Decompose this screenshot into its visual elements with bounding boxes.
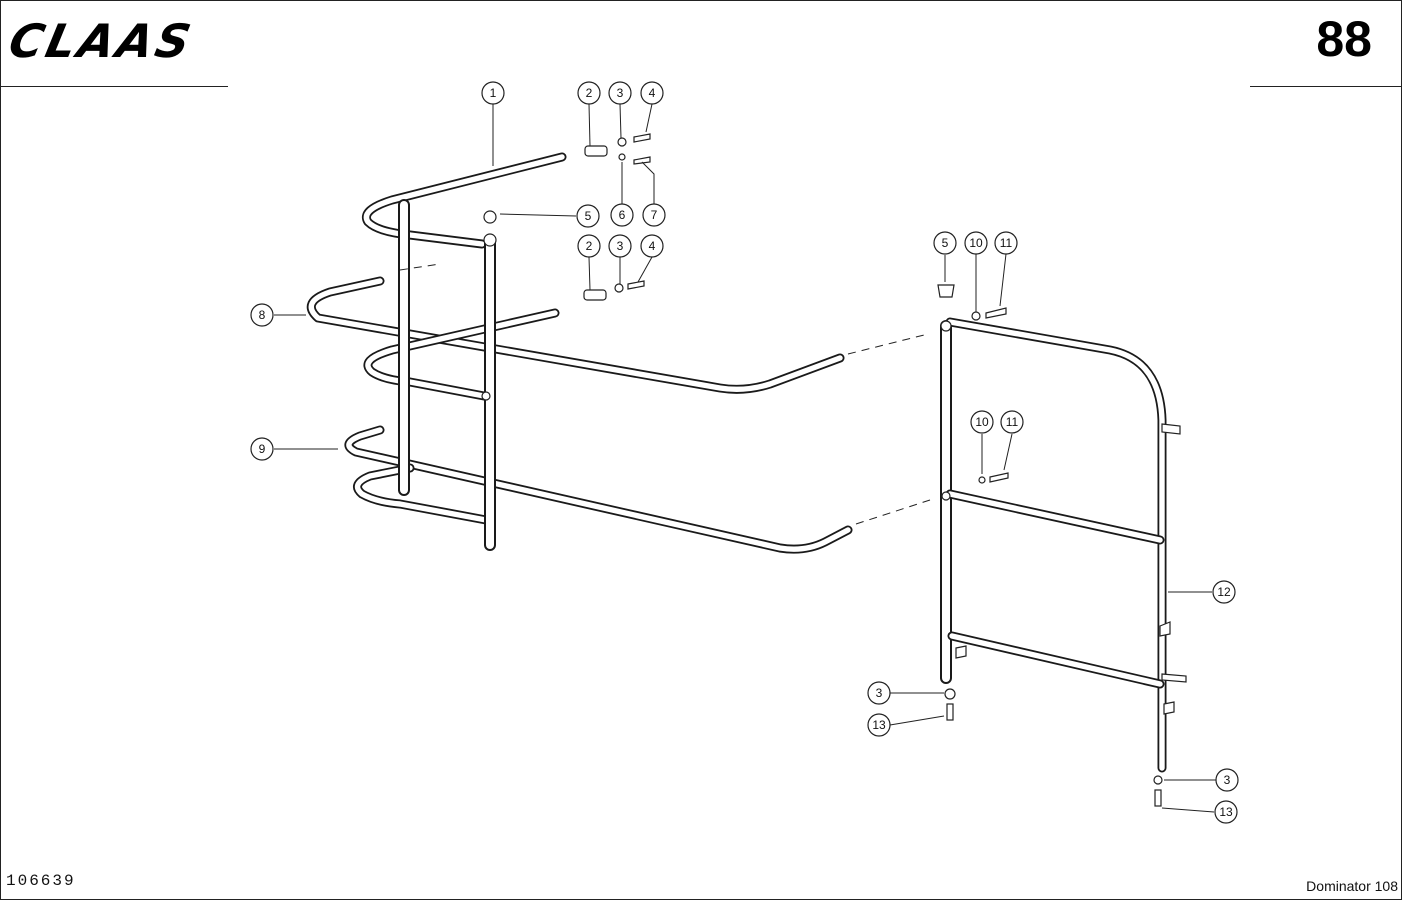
header-rule-right [1250, 86, 1402, 87]
svg-text:1: 1 [490, 86, 497, 100]
svg-text:4: 4 [649, 239, 656, 253]
drawing-number: 106639 [6, 872, 76, 890]
callout-6: 6 [610, 203, 634, 227]
right-frame-assembly [847, 284, 1187, 807]
callout-3-right-lower: 3 [1215, 768, 1239, 792]
callout-12: 12 [1212, 580, 1236, 604]
svg-text:11: 11 [1000, 236, 1013, 250]
svg-text:9: 9 [259, 442, 266, 456]
callout-8: 8 [250, 303, 274, 327]
svg-text:3: 3 [876, 686, 883, 700]
svg-text:7: 7 [651, 208, 658, 222]
callout-1: 1 [481, 81, 505, 105]
callout-2-upper: 2 [577, 81, 601, 105]
callout-2-lower: 2 [577, 234, 601, 258]
svg-text:2: 2 [586, 86, 593, 100]
header-rule-left [0, 86, 228, 87]
svg-text:2: 2 [586, 239, 593, 253]
svg-text:4: 4 [649, 86, 656, 100]
left-rail-assembly [306, 133, 853, 554]
callout-3-right-upper: 3 [867, 681, 891, 705]
leader-lines [274, 103, 1216, 813]
svg-text:6: 6 [619, 208, 626, 222]
svg-text:3: 3 [617, 239, 624, 253]
callout-7: 7 [642, 203, 666, 227]
svg-text:10: 10 [975, 415, 989, 429]
svg-text:8: 8 [259, 308, 266, 322]
callout-11-lower: 11 [1000, 410, 1024, 434]
svg-text:13: 13 [1219, 805, 1233, 819]
callout-3-upper: 3 [608, 81, 632, 105]
svg-text:3: 3 [617, 86, 624, 100]
callout-10-upper: 10 [964, 231, 988, 255]
callout-5-right: 5 [933, 231, 957, 255]
callout-4-lower: 4 [640, 234, 664, 258]
callout-13-lower: 13 [1214, 800, 1238, 824]
svg-text:11: 11 [1006, 415, 1019, 429]
callout-9: 9 [250, 437, 274, 461]
page-number: 88 [1316, 11, 1372, 67]
callout-10-lower: 10 [970, 410, 994, 434]
model-name: Dominator 108 [1306, 878, 1398, 894]
svg-text:12: 12 [1217, 585, 1231, 599]
callout-11-upper: 11 [994, 231, 1018, 255]
svg-text:5: 5 [585, 209, 592, 223]
svg-text:13: 13 [872, 718, 886, 732]
callout-5-left: 5 [576, 204, 600, 228]
callout-13-upper: 13 [867, 713, 891, 737]
svg-text:10: 10 [969, 236, 983, 250]
callout-3-lower: 3 [608, 234, 632, 258]
callout-4-upper: 4 [640, 81, 664, 105]
svg-text:5: 5 [942, 236, 949, 250]
svg-text:3: 3 [1224, 773, 1231, 787]
